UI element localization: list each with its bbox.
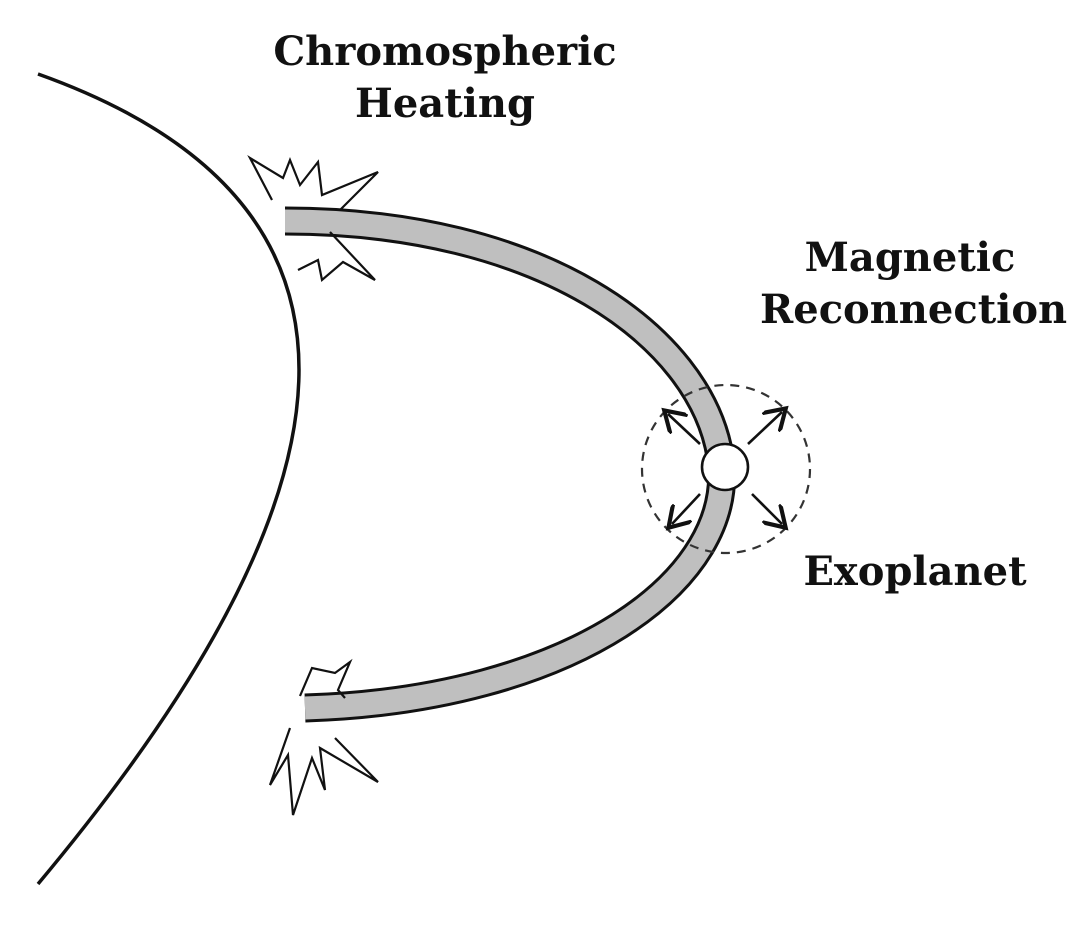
- exoplanet-label: Exoplanet: [803, 548, 1027, 595]
- chromospheric-heating-line-2: Heating: [355, 80, 535, 127]
- exoplanet-body: [700, 442, 750, 492]
- heating-burst-upper-icon: [247, 155, 379, 283]
- chromospheric-heating-label: Chromospheric Heating: [260, 26, 630, 130]
- heating-burst-lower-icon: [268, 658, 379, 816]
- magnetic-reconnection-line-1: Magnetic: [804, 234, 1016, 281]
- reconnection-arrows-icon: [668, 412, 782, 524]
- chromospheric-heating-line-1: Chromospheric: [273, 28, 617, 75]
- star-limb: [36, 72, 301, 886]
- reconnection-region: [640, 383, 812, 555]
- magnetic-reconnection-label: Magnetic Reconnection: [760, 232, 1068, 336]
- magnetic-loop: [284, 206, 736, 723]
- magnetic-reconnection-line-2: Reconnection: [760, 286, 1068, 333]
